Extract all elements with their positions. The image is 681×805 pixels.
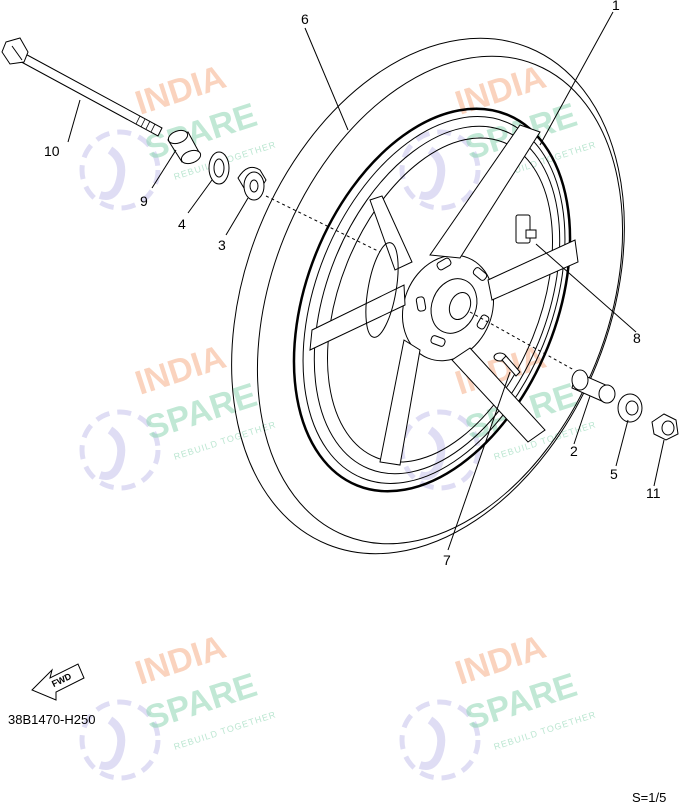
front-wheel — [231, 37, 625, 555]
leader-lines — [67, 11, 665, 551]
callout-11: 11 — [646, 485, 661, 501]
tire-outer — [231, 37, 625, 555]
callout-2: 2 — [570, 443, 578, 459]
front-axle — [1, 37, 163, 137]
speed-sensor — [515, 214, 531, 244]
hub-slot — [430, 335, 446, 347]
bearing-left — [237, 166, 267, 201]
tire-valve — [493, 352, 521, 377]
hub-slot — [476, 314, 490, 330]
bearing-right — [617, 393, 643, 423]
axle-nut — [651, 413, 679, 441]
speed-sensor-tab — [525, 229, 537, 239]
drawing-code: 38B1470-H250 — [8, 712, 96, 727]
rim-bead — [313, 125, 561, 475]
callout-9: 9 — [140, 193, 148, 209]
callout-4: 4 — [178, 216, 186, 232]
callout-1: 1 — [612, 0, 620, 13]
disc-boss — [365, 242, 399, 338]
hub-slot — [472, 267, 488, 281]
callout-7: 7 — [443, 552, 451, 568]
spoke — [451, 347, 546, 443]
callout-8: 8 — [633, 330, 641, 346]
callout-6: 6 — [301, 11, 309, 27]
collar-left — [167, 129, 202, 165]
hub-slot — [415, 296, 427, 312]
callout-5: 5 — [610, 466, 618, 482]
tire-inner-edge — [256, 55, 624, 545]
spoke — [429, 124, 541, 259]
rim-outer — [292, 107, 572, 493]
scale-label: S=1/5 — [632, 790, 667, 805]
hub-slot — [436, 257, 452, 271]
spoke — [309, 284, 406, 351]
callout-10: 10 — [44, 143, 60, 159]
rim-well — [327, 137, 553, 463]
assembly-axis-lines — [265, 195, 575, 371]
watermark-bottom-left: INDIA SPARE REBUILD TOGETHER — [79, 628, 278, 781]
hub-inner — [430, 278, 478, 334]
hub-bore — [448, 291, 472, 321]
rim-inner — [302, 116, 566, 484]
watermark-bottom-right: INDIA SPARE REBUILD TOGETHER — [399, 628, 598, 781]
hub-outer — [401, 254, 495, 362]
fwd-arrow-icon: FWD — [31, 663, 85, 701]
spoke — [369, 195, 413, 271]
oil-seal — [208, 151, 230, 185]
collar-right — [571, 369, 616, 404]
spoke — [379, 339, 421, 466]
watermark-mid-left: INDIA SPARE REBUILD TOGETHER — [79, 338, 278, 491]
callout-3: 3 — [218, 237, 226, 253]
